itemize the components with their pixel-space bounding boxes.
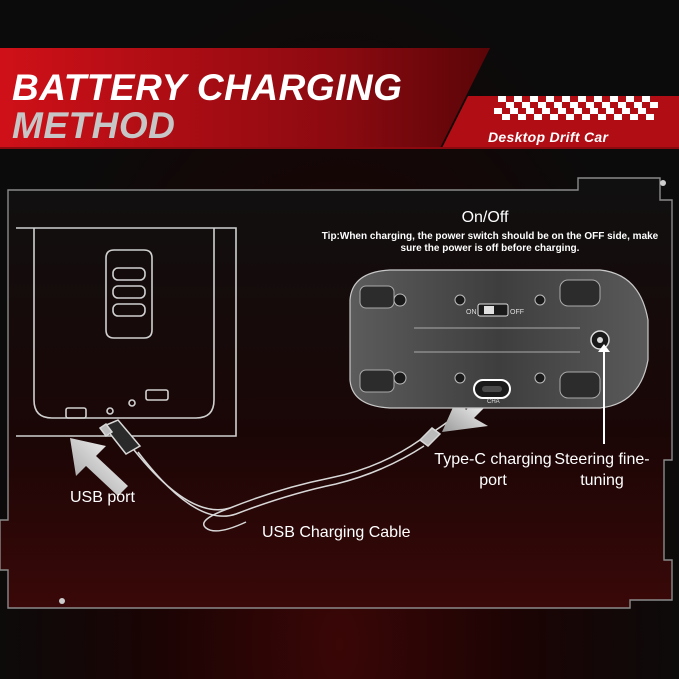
- switch-tip: Tip:When charging, the power switch shou…: [321, 231, 659, 254]
- switch-on-mark: ON: [466, 309, 477, 316]
- steering-label: Steering fine-tuning: [554, 451, 650, 489]
- steering-pointer-icon: [598, 344, 610, 352]
- usb-port-label: USB port: [70, 489, 135, 506]
- page-title-line-1: BATTERY CHARGING: [12, 67, 403, 108]
- page-title-line-2: METHOD: [12, 105, 176, 146]
- switch-off-mark: OFF: [510, 309, 524, 316]
- checkered-flag-icon: [494, 96, 658, 120]
- usb-port-arrow-icon: [70, 438, 128, 496]
- brand-logo: Desktop Drift Car: [488, 129, 609, 145]
- typec-port-label: Type-C charging port: [434, 451, 552, 489]
- switch-title: On/Off: [461, 209, 509, 226]
- usb-cable-label: USB Charging Cable: [262, 524, 411, 541]
- usb-cable: [98, 419, 451, 532]
- car-chassis: [349, 269, 649, 409]
- port-mark: CHA: [487, 399, 500, 405]
- banner-red-shape: [0, 48, 490, 148]
